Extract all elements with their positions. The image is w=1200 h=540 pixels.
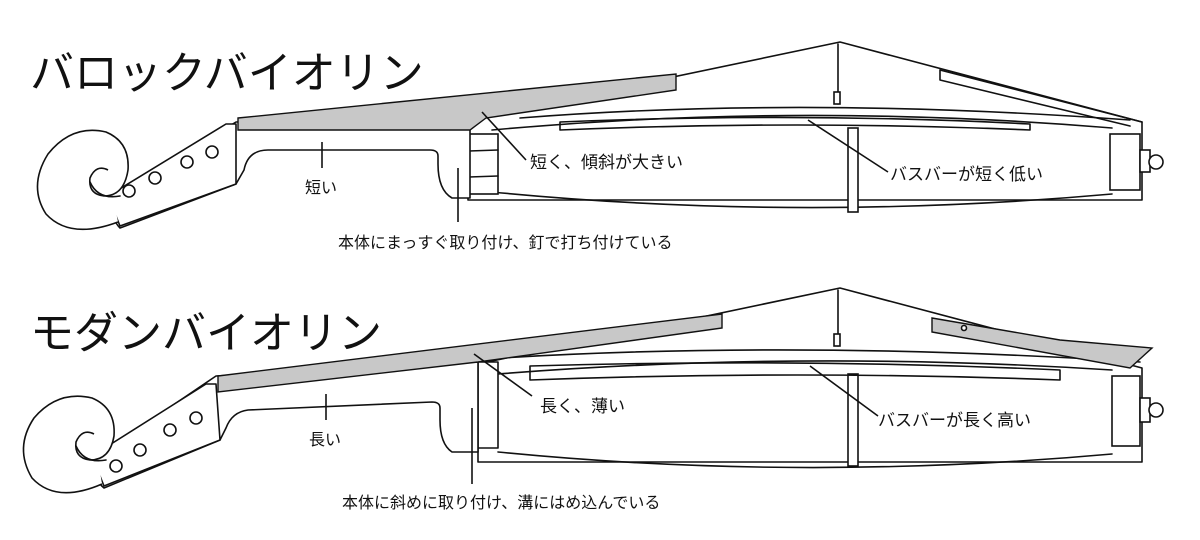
baroque-title: バロックバイオリン xyxy=(30,48,424,99)
modern-soundpost xyxy=(847,373,859,467)
modern-title: モダンバイオリン xyxy=(30,308,382,359)
baroque-fingerboard-leader xyxy=(481,111,527,161)
baroque-fingerboard xyxy=(237,73,677,131)
baroque-peg-hole-3 xyxy=(148,171,162,185)
baroque-neck-block xyxy=(467,133,499,195)
modern-bassbar-label: バスバーが長く高い xyxy=(878,411,1031,431)
baroque-body-cavity xyxy=(491,114,1113,209)
baroque-peg-hole-4 xyxy=(122,184,136,198)
modern-tailpiece-saddle xyxy=(960,324,968,332)
modern-fingerboard-leader xyxy=(473,353,533,397)
modern-violin-section: モダンバイオリン 長い xyxy=(22,287,1164,512)
modern-neck-block xyxy=(477,361,499,449)
baroque-pegbox xyxy=(107,123,237,227)
modern-body-cavity xyxy=(497,360,1113,469)
modern-scroll-inner xyxy=(75,445,107,462)
modern-neck-label: 長い xyxy=(309,430,341,449)
baroque-tailpiece xyxy=(939,69,1143,127)
modern-peg-hole-2 xyxy=(163,423,177,437)
baroque-bassbar xyxy=(559,116,1031,131)
modern-peg-hole-4 xyxy=(109,459,123,473)
modern-fingerboard xyxy=(217,313,723,393)
baroque-peg-hole-1 xyxy=(205,145,219,159)
baroque-endpin-button xyxy=(1148,154,1164,170)
modern-endpin-button xyxy=(1148,402,1164,418)
modern-pegbox xyxy=(91,383,221,487)
modern-fingerboard-label: 長く、薄い xyxy=(540,397,625,417)
baroque-inner-arch xyxy=(519,106,1131,121)
modern-scroll xyxy=(22,395,115,494)
baroque-end-block xyxy=(1109,133,1141,191)
baroque-bassbar-label: バスバーが短く低い xyxy=(890,165,1043,185)
modern-end-block xyxy=(1111,375,1141,447)
baroque-soundpost xyxy=(847,127,859,213)
modern-peg-hole-3 xyxy=(133,443,147,457)
modern-peg-hole-1 xyxy=(189,411,203,425)
baroque-peg-hole-2 xyxy=(180,155,194,169)
modern-bassbar xyxy=(529,362,1061,381)
modern-bassbar-leader xyxy=(809,365,879,417)
modern-inner-arch xyxy=(499,349,1141,363)
baroque-violin-section: バロックバイオリン xyxy=(30,41,1164,252)
modern-bridge-foot xyxy=(833,333,841,347)
modern-joint-label: 本体に斜めに取り付け、溝にはめ込んでいる xyxy=(342,493,660,512)
baroque-scroll-inner xyxy=(89,181,121,198)
baroque-neck-label: 短い xyxy=(305,178,337,197)
baroque-bridge-foot xyxy=(833,91,841,105)
baroque-bassbar-leader xyxy=(807,119,889,173)
baroque-joint-label: 本体にまっすぐ取り付け、釘で打ち付けている xyxy=(338,233,673,252)
baroque-fingerboard-label: 短く、傾斜が大きい xyxy=(530,153,683,173)
modern-tailpiece xyxy=(931,317,1154,369)
baroque-scroll xyxy=(36,129,129,231)
